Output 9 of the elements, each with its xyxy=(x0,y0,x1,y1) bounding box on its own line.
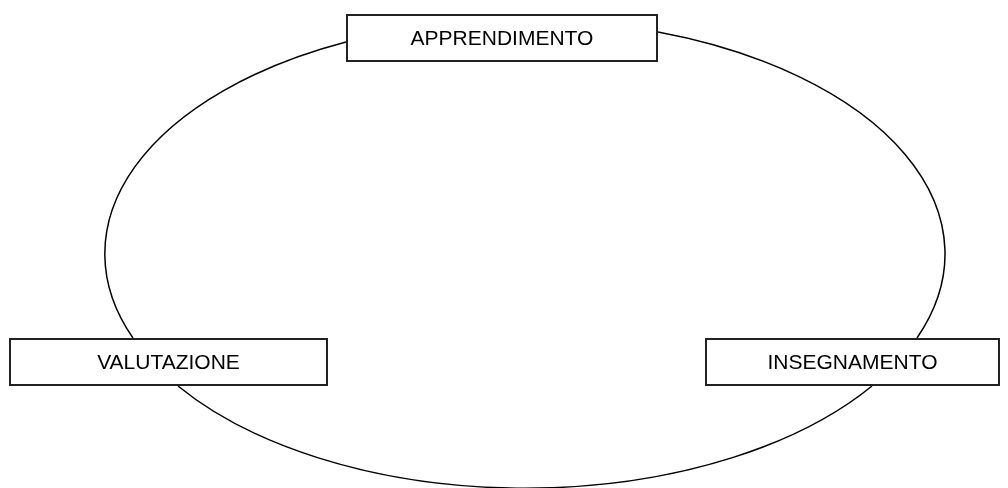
box-label: INSEGNAMENTO xyxy=(767,349,938,376)
ellipse-arc xyxy=(177,385,873,488)
label-box xyxy=(9,338,328,386)
box-label: VALUTAZIONE xyxy=(97,349,240,376)
label-box xyxy=(346,14,658,62)
ellipse-arc xyxy=(104,41,347,339)
label-box xyxy=(705,338,1000,386)
box-label: APPRENDIMENTO xyxy=(410,25,594,52)
ellipse-arc xyxy=(657,31,946,339)
